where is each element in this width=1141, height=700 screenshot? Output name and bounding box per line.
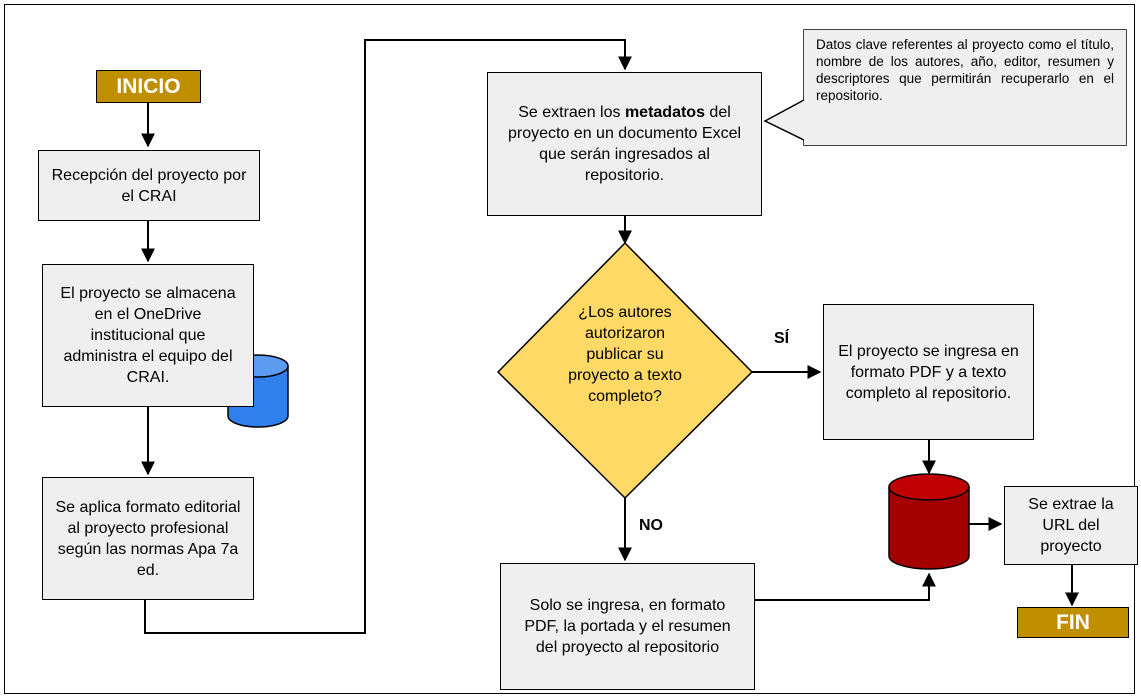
step-metadata: Se extraen los metadatos del proyecto en… xyxy=(487,72,762,216)
branch-no-label: NO xyxy=(639,517,663,534)
start-terminal: INICIO xyxy=(96,70,201,103)
step-reception: Recepción del proyecto por el CRAI xyxy=(38,150,260,221)
decision-question: ¿Los autores autorizaron publicar su pro… xyxy=(568,304,682,405)
step-full-text: El proyecto se ingresa en formato PDF y … xyxy=(823,304,1034,440)
diagram-frame xyxy=(4,4,1135,694)
step-format-text: Se aplica formato editorial al proyecto … xyxy=(55,498,241,579)
callout-note: Datos clave referentes al proyecto como … xyxy=(804,30,1126,145)
decision-diamond xyxy=(496,241,754,500)
step-format: Se aplica formato editorial al proyecto … xyxy=(42,477,254,600)
end-terminal: FIN xyxy=(1017,607,1129,638)
step-storage: El proyecto se almacena en el OneDrive i… xyxy=(42,264,254,407)
callout-text: Datos clave referentes al proyecto como … xyxy=(816,37,1114,103)
step-partial: Solo se ingresa, en formato PDF, la port… xyxy=(500,563,755,690)
metadata-text-after: del proyecto en un documento Excel que s… xyxy=(507,104,742,184)
callout-pointer xyxy=(763,98,805,142)
step-storage-text: El proyecto se almacena en el OneDrive i… xyxy=(60,285,236,386)
arrow-partial-db xyxy=(755,572,936,601)
step-url: Se extrae la URL del proyecto xyxy=(1004,486,1138,565)
step-metadata-text: Se extraen los metadatos del proyecto en… xyxy=(502,102,747,186)
step-partial-text: Solo se ingresa, en formato PDF, la port… xyxy=(524,597,731,656)
arrow-format-metadata xyxy=(144,39,632,634)
end-label: FIN xyxy=(1056,610,1090,634)
branch-yes-label: SÍ xyxy=(774,330,790,347)
metadata-text-before: Se extraen los xyxy=(518,104,625,121)
step-url-text: Se extrae la URL del proyecto xyxy=(1028,496,1114,555)
database-red-icon xyxy=(888,473,970,570)
start-label: INICIO xyxy=(116,74,181,98)
step-reception-text: Recepción del proyecto por el CRAI xyxy=(51,166,247,205)
step-full-text-text: El proyecto se ingresa en formato PDF y … xyxy=(838,342,1019,402)
metadata-keyword: metadatos xyxy=(624,104,705,121)
